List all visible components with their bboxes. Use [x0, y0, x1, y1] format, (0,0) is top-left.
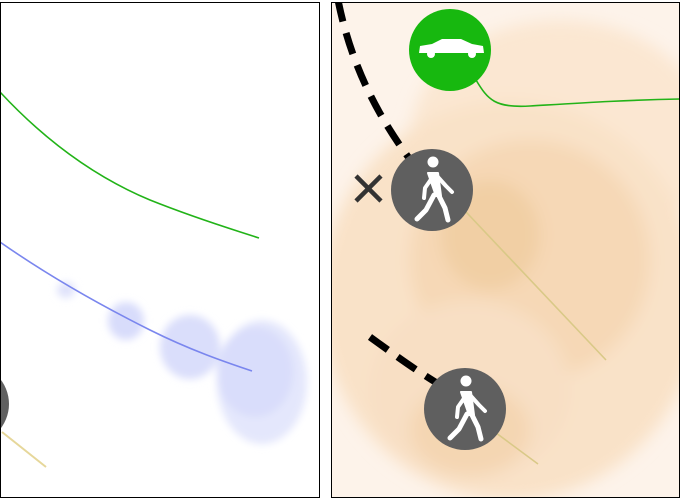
left-panel: [0, 2, 320, 498]
pedestrian-icon: [414, 156, 454, 223]
uncertainty-region: [160, 315, 220, 379]
pedestrian-icon-background: [424, 368, 506, 450]
pedestrian-heading-line: [449, 194, 607, 361]
pedestrian-icon: [0, 378, 9, 430]
pedestrian-agent: [391, 149, 473, 231]
observed-path-dashed: [334, 2, 421, 173]
pedestrian-icon: [447, 375, 487, 442]
pedestrian-predicted-trajectory: [0, 241, 253, 372]
right-panel: [331, 2, 680, 498]
pedestrian-uncertainty-regions: [57, 282, 307, 444]
uncertainty-region: [57, 282, 75, 298]
pedestrian-icon-background: [391, 149, 473, 231]
pedestrian-heading-line: [1, 431, 47, 468]
left-panel-border: [0, 2, 320, 498]
car-icon: [419, 39, 484, 58]
uncertainty-region: [108, 302, 144, 340]
car-predicted-trajectory: [475, 79, 680, 108]
uncertainty-region: [217, 327, 293, 417]
car-predicted-trajectory: [0, 91, 260, 239]
pedestrian-agent: [0, 378, 9, 430]
pedestrian-agent: [424, 368, 506, 450]
cross-icon: [354, 174, 383, 203]
car-agent: [409, 9, 491, 91]
